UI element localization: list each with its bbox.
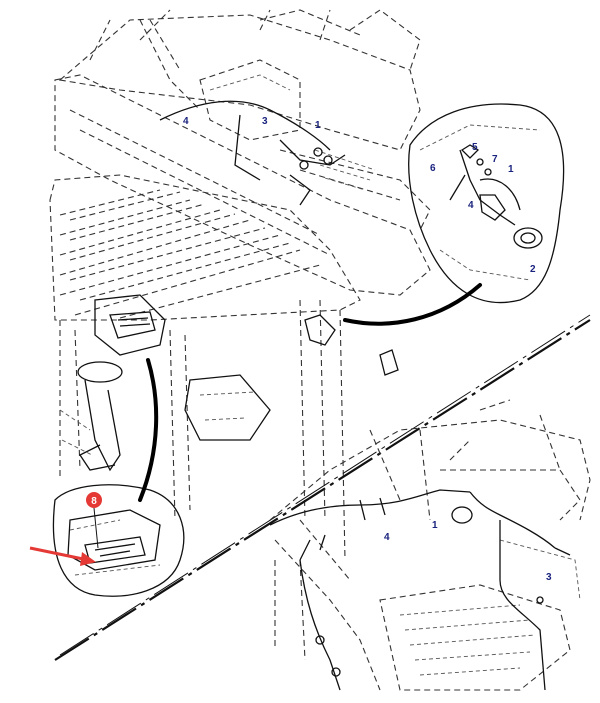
badge-leader — [93, 507, 99, 549]
cab-floor-panel — [54, 74, 431, 296]
callout-detail-a-4: 4 — [468, 200, 474, 211]
highlight-marker: 8 — [29, 492, 102, 566]
callout-detail-b-1: 1 — [432, 520, 438, 531]
detail-view-switch-panel — [52, 484, 185, 597]
callout-detail-a-7: 7 — [492, 154, 498, 165]
callout-detail-a-1: 1 — [508, 164, 514, 175]
callout-main-3: 3 — [262, 116, 268, 127]
detail-view-harness-routing — [269, 399, 591, 691]
callout-main-4: 4 — [183, 116, 189, 127]
callout-detail-a-5: 5 — [472, 142, 478, 153]
wiring-harness-main — [159, 100, 399, 376]
callout-detail-a-6: 6 — [430, 163, 436, 174]
seat-console — [59, 294, 271, 472]
detail-view-connector — [408, 103, 565, 304]
badge-circle — [86, 492, 102, 508]
section-line — [54, 319, 591, 661]
cab-upper-structure — [58, 9, 421, 151]
cab-pillars — [59, 299, 346, 561]
callout-detail-b-3: 3 — [546, 572, 552, 583]
leader-to-detail-switch-panel — [138, 358, 159, 502]
callout-detail-a-2: 2 — [530, 264, 536, 275]
cab-slats — [49, 174, 361, 321]
section-line-inner — [59, 314, 591, 656]
callout-detail-b-4: 4 — [384, 532, 390, 543]
callout-main-1: 1 — [315, 120, 321, 131]
badge-label: 8 — [91, 496, 97, 507]
leader-to-detail-connector — [343, 283, 482, 326]
red-arrow-icon — [29, 546, 96, 566]
